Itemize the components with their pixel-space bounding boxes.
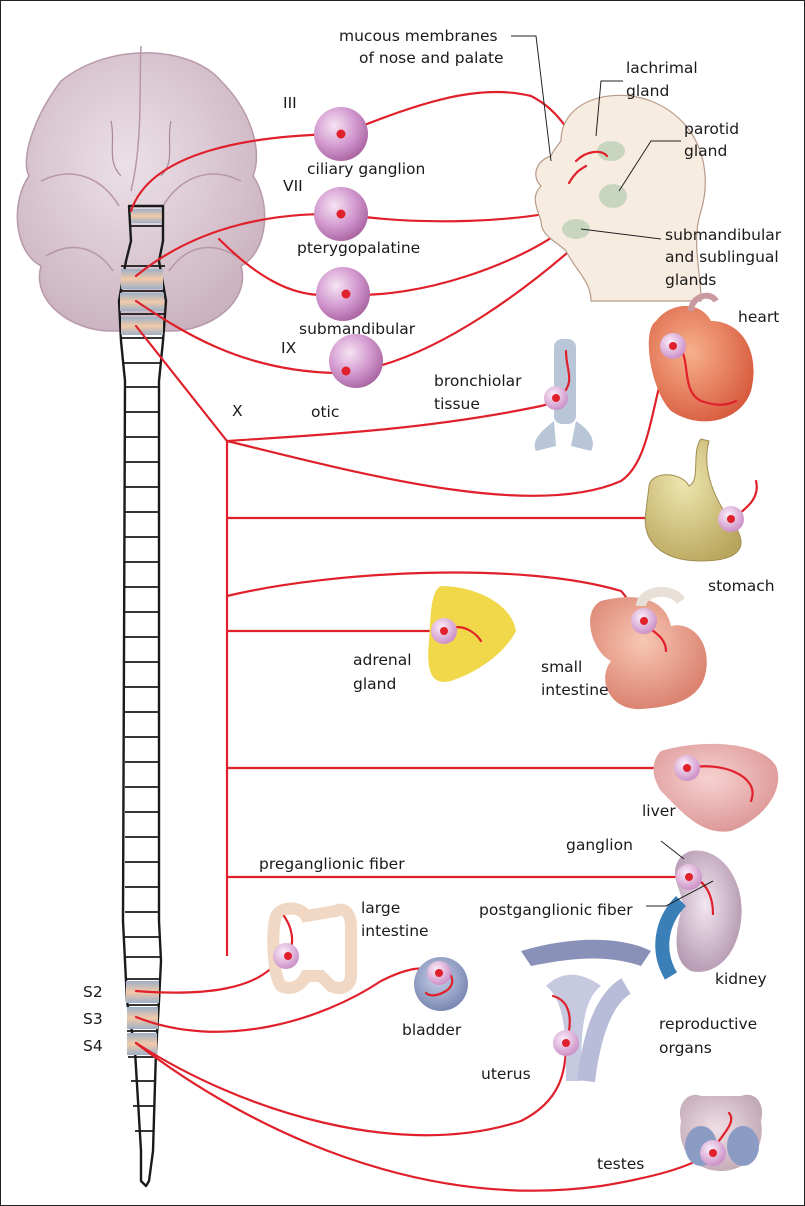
- label-reproductive-2: organs: [659, 1039, 712, 1057]
- uterus-illustration: [521, 940, 651, 1081]
- label-bronchiolar-2: tissue: [434, 395, 480, 413]
- label-otic: otic: [311, 403, 339, 421]
- spinal-cord: [119, 206, 166, 1186]
- label-preganglionic-fiber: preganglionic fiber: [259, 855, 405, 873]
- label-adrenal-2: gland: [353, 675, 396, 693]
- label-small-intestine-2: intestine: [541, 681, 609, 699]
- label-bladder: bladder: [402, 1021, 462, 1039]
- label-bronchiolar-1: bronchiolar: [434, 372, 522, 390]
- label-liver: liver: [642, 802, 676, 820]
- label-submandibular-2: and sublingual: [665, 248, 779, 266]
- otic-ganglion-ball: [329, 334, 383, 388]
- label-parotid-1: parotid: [684, 120, 739, 138]
- label-s2: S2: [83, 983, 103, 1001]
- label-testes: testes: [597, 1155, 644, 1173]
- label-adrenal-1: adrenal: [353, 651, 412, 669]
- label-mucous-1: mucous membranes: [339, 27, 498, 45]
- label-lachrimal-1: lachrimal: [626, 59, 698, 77]
- label-nerve-ix: IX: [281, 339, 297, 357]
- label-reproductive-1: reproductive: [659, 1015, 757, 1033]
- label-pterygopalatine: pterygopalatine: [297, 239, 420, 257]
- label-nerve-vii: VII: [283, 177, 303, 195]
- label-nerve-x: X: [232, 402, 243, 420]
- label-kidney: kidney: [715, 970, 767, 988]
- label-ganglion: ganglion: [566, 836, 633, 854]
- label-postganglionic-fiber: postganglionic fiber: [479, 901, 633, 919]
- label-small-intestine-1: small: [541, 658, 582, 676]
- label-s3: S3: [83, 1010, 103, 1028]
- stomach-illustration: [645, 439, 757, 561]
- label-large-intestine-1: large: [361, 899, 400, 917]
- label-parotid-2: gland: [684, 142, 727, 160]
- label-s4: S4: [83, 1037, 103, 1055]
- label-ciliary-ganglion: ciliary ganglion: [307, 160, 425, 178]
- label-uterus: uterus: [481, 1065, 531, 1083]
- label-lachrimal-2: gland: [626, 82, 669, 100]
- label-nerve-iii: III: [283, 94, 297, 112]
- label-stomach: stomach: [708, 577, 775, 595]
- label-heart: heart: [738, 308, 779, 326]
- label-submandibular-3: glands: [665, 271, 716, 289]
- label-large-intestine-2: intestine: [361, 922, 429, 940]
- label-submandibular-ganglion: submandibular: [299, 320, 416, 338]
- kidney-illustration: [662, 851, 741, 976]
- label-mucous-2: of nose and palate: [359, 49, 504, 67]
- label-submandibular-1: submandibular: [665, 226, 782, 244]
